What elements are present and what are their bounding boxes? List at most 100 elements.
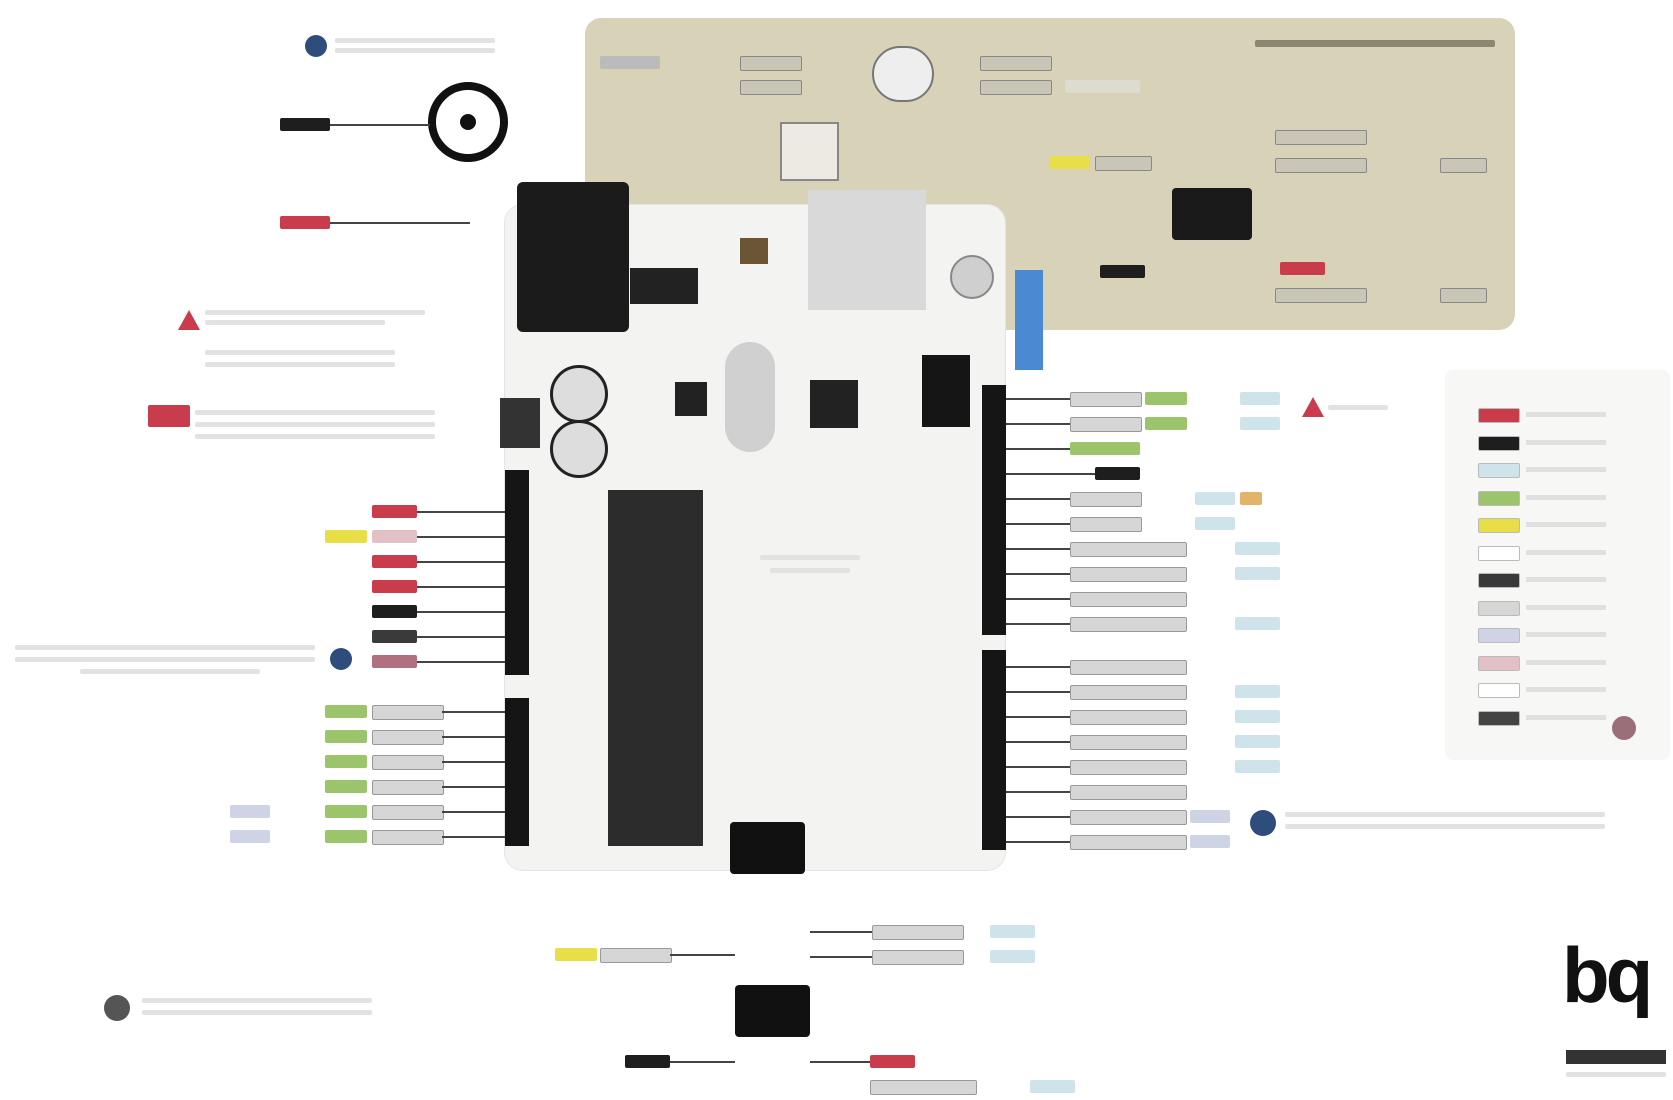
crystal-icon	[725, 342, 775, 452]
note-text	[80, 669, 260, 674]
connector-line	[417, 586, 505, 588]
power-tag	[372, 555, 417, 568]
power-tag	[280, 216, 330, 229]
legend-swatch	[1478, 463, 1520, 478]
digital-tag	[1235, 542, 1280, 555]
digital-tag	[1235, 685, 1280, 698]
connector-line	[417, 636, 505, 638]
icsp-header-icon	[922, 355, 970, 427]
connector-line	[810, 1061, 870, 1063]
port-tag	[1070, 492, 1142, 507]
digital-header-high	[982, 385, 1006, 635]
interrupt-tag	[1240, 492, 1262, 505]
pin-function-tag	[230, 830, 270, 843]
license-text	[1566, 1072, 1666, 1077]
gnd-tag	[372, 630, 417, 643]
connector-line	[1006, 666, 1070, 668]
pin-function-tag	[230, 805, 270, 818]
power-tag	[372, 580, 417, 593]
legend-label	[1526, 687, 1606, 692]
digital-tag	[1235, 617, 1280, 630]
bq-logo: bq	[1562, 931, 1653, 1019]
legend-label	[1526, 494, 1606, 500]
digital-tag	[1235, 760, 1280, 773]
connector-line	[442, 711, 505, 713]
port-tag	[1070, 835, 1187, 850]
connector-line	[442, 811, 505, 813]
port-tag	[1070, 710, 1187, 725]
isp-tag	[600, 56, 660, 69]
board-text	[760, 555, 860, 560]
port-tag	[872, 950, 964, 965]
atmega-chip-icon	[608, 490, 703, 846]
legend-swatch	[1478, 545, 1520, 561]
isp-tag	[1440, 158, 1487, 173]
power-tag	[372, 655, 417, 668]
note-text	[1285, 824, 1605, 829]
pin-function-tag	[1190, 835, 1230, 848]
connector-line	[417, 561, 505, 563]
legend-swatch	[1478, 600, 1520, 616]
port-tag	[1070, 735, 1187, 750]
analog-tag	[1070, 442, 1140, 455]
warning-icon	[178, 310, 200, 330]
port-tag	[1070, 810, 1187, 825]
connector-line	[330, 222, 470, 224]
connector-line	[1006, 448, 1070, 450]
isp-header-icon	[735, 985, 810, 1037]
analog-tag	[325, 830, 367, 843]
legend-swatch	[1478, 435, 1520, 451]
connector-line	[1006, 691, 1070, 693]
connector-line	[442, 761, 505, 763]
digital-header-low	[982, 650, 1006, 850]
connector-line	[1006, 398, 1070, 400]
gnd-tag	[1100, 265, 1145, 278]
port-tag	[372, 730, 444, 745]
port-tag	[1070, 785, 1187, 800]
legend-swatch	[1478, 683, 1520, 698]
connector-line	[417, 661, 505, 663]
legend-label	[1526, 467, 1606, 472]
digital-tag	[1235, 710, 1280, 723]
note-text	[205, 320, 385, 325]
control-tag	[1050, 156, 1090, 169]
regulator-icon	[630, 268, 698, 304]
connector-line	[1006, 741, 1070, 743]
chip-icon	[675, 382, 707, 416]
connector-line	[417, 536, 505, 538]
port-tag	[1070, 392, 1142, 407]
gnd-tag	[280, 118, 330, 131]
isp-tag	[1440, 288, 1487, 303]
connector-line	[330, 124, 430, 126]
isp-tag	[1275, 288, 1367, 303]
legend-label	[1526, 412, 1606, 417]
legend-swatch	[1478, 408, 1520, 423]
usb-crystal	[872, 46, 934, 102]
connector-line	[670, 954, 735, 956]
connector-line	[1006, 816, 1070, 818]
isp-panel-title	[1255, 40, 1495, 47]
pin-tag	[372, 530, 417, 543]
legend-swatch	[1478, 518, 1520, 533]
connector-line	[1006, 791, 1070, 793]
note-text	[142, 1010, 372, 1015]
connector-line	[442, 736, 505, 738]
isp-tag	[1275, 158, 1367, 173]
connector-line	[1006, 841, 1070, 843]
note-text	[142, 998, 372, 1003]
power-jack-center	[460, 114, 476, 130]
analog-tag	[325, 705, 367, 718]
port-tag	[1070, 760, 1187, 775]
analog-tag	[1145, 417, 1187, 430]
connector-line	[1006, 473, 1095, 475]
note-text	[205, 310, 425, 315]
connector-line	[1006, 766, 1070, 768]
connector-line	[810, 931, 872, 933]
power-header	[505, 470, 529, 675]
info-icon	[104, 995, 130, 1021]
gnd-tag	[372, 605, 417, 618]
license-badge	[1566, 1050, 1666, 1064]
legend-swatch	[1478, 573, 1520, 588]
usb-port-icon	[808, 190, 926, 310]
capacitor-icon	[550, 420, 608, 478]
